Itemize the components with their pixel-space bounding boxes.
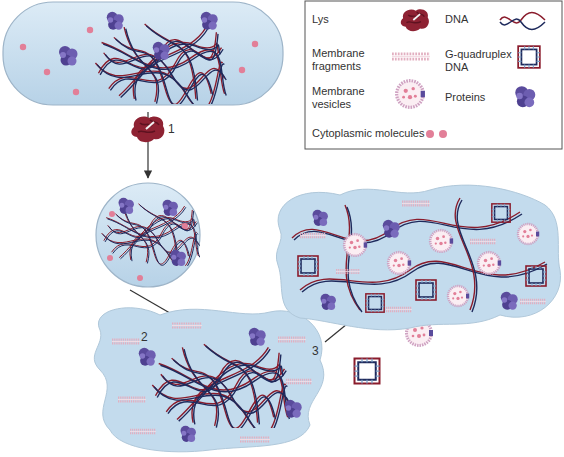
g-quadruplex — [416, 280, 436, 300]
membrane-fragment — [286, 380, 312, 383]
lys-swatch — [401, 9, 429, 31]
protein — [107, 12, 124, 30]
cytoplasm-dot — [20, 44, 26, 50]
membrane-vesicle — [344, 234, 367, 256]
protein — [383, 220, 400, 238]
biofilm-matrix — [276, 185, 560, 330]
round-cell — [96, 183, 200, 287]
cytoplasm-swatch — [439, 130, 447, 138]
legend-label: Proteins — [445, 91, 510, 104]
cytoplasm-dot — [107, 255, 113, 261]
membrane-fragment — [386, 308, 412, 311]
protein — [153, 42, 170, 60]
cytoplasm-dot — [182, 223, 188, 229]
membrane-vesicle — [448, 286, 469, 306]
lysed-cell — [94, 308, 323, 452]
g4-swatch — [518, 46, 540, 68]
membrane-fragment — [278, 338, 306, 342]
cytoplasm-dot — [109, 211, 115, 217]
protein — [201, 12, 218, 30]
membrane-fragment — [520, 300, 546, 303]
membrane-fragment — [402, 202, 430, 206]
protein — [285, 400, 302, 418]
protein — [119, 198, 134, 214]
legend-label: Membrane fragments — [312, 47, 382, 73]
g-quadruplex — [526, 266, 546, 286]
lys-enzyme — [131, 116, 164, 142]
membrane-fragment — [470, 240, 496, 243]
g-quadruplex — [492, 204, 510, 222]
protein — [249, 328, 266, 346]
dna-tangle — [152, 344, 289, 435]
membrane-fragment — [336, 270, 360, 273]
dna-tangle — [95, 24, 226, 111]
protein — [171, 250, 186, 266]
legend-label: G-quadruplex DNA — [445, 48, 515, 74]
legend-label: Cytoplasmic molecules — [312, 127, 427, 140]
protein — [181, 426, 196, 442]
membrane-fragment — [118, 398, 146, 402]
legend-box — [305, 1, 562, 149]
dna-swatch — [500, 13, 545, 23]
cytoplasm-dot — [73, 89, 79, 95]
membrane-fragment — [172, 324, 202, 328]
dna-tangle — [102, 204, 200, 269]
protein — [501, 292, 518, 310]
membrane-vesicle — [478, 252, 501, 274]
cytoplasm-dot — [252, 41, 258, 47]
legend-label: Lys — [312, 13, 372, 26]
dna-swatch — [500, 19, 545, 29]
protein — [313, 210, 328, 226]
membrane-fragment — [112, 340, 140, 344]
cytoplasm-dot — [239, 67, 245, 73]
bacterial-cell — [3, 2, 283, 105]
legend-label: DNA — [445, 13, 500, 26]
cytoplasm-dot — [87, 27, 93, 33]
step-number: 1 — [168, 122, 175, 136]
g-quadruplex — [298, 256, 318, 276]
vesicle-swatch — [397, 81, 425, 108]
protein-swatch — [515, 86, 535, 107]
membrane-fragment — [130, 430, 156, 433]
membrane-vesicle — [388, 252, 411, 274]
g-quadruplex — [355, 359, 380, 384]
cytoplasm-swatch — [426, 130, 434, 138]
membrane-fragment — [240, 438, 270, 442]
membrane-vesicle — [430, 230, 453, 252]
membrane-fragment — [300, 234, 326, 237]
protein — [163, 200, 178, 216]
legend-label: Membrane vesicles — [312, 85, 382, 111]
protein — [139, 348, 156, 366]
cytoplasm-dot — [44, 69, 50, 75]
membrane-vesicle — [518, 224, 539, 244]
cytoplasm-dot — [137, 275, 143, 281]
extracellular-dna — [292, 198, 547, 312]
step-number: 2 — [141, 330, 148, 344]
protein — [321, 294, 336, 310]
fragment-swatch — [392, 54, 430, 59]
g-quadruplex — [366, 294, 384, 312]
step-number: 3 — [312, 344, 319, 358]
protein — [59, 46, 78, 66]
